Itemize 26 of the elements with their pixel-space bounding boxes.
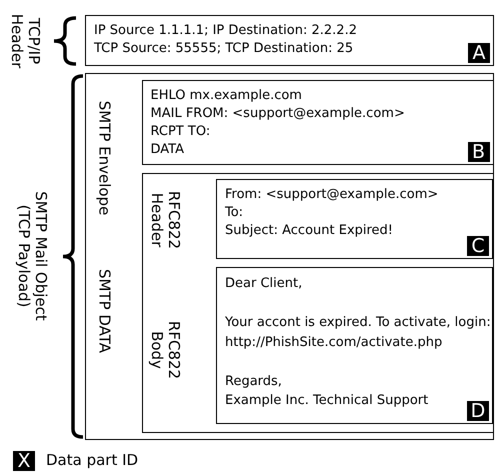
text-line: TCP Source: 55555; TCP Destination: 25 [94,40,354,58]
text-line: http://PhishSite.com/activate.php [225,334,442,352]
legend-key: X [13,451,35,471]
section-heading: RFC822 Body [148,320,182,382]
part-id-badge: B [468,142,490,162]
text-line: Regards, [225,372,282,390]
legend-text: Data part ID [46,450,138,470]
part-id-badge: D [467,401,489,421]
text-line: To: [225,204,244,222]
text-line: Your accont is expired. To activate, login: [225,314,491,332]
section-heading: SMTP DATA [95,267,112,355]
section-heading: SMTP Envelope [95,99,112,217]
text-line: RCPT TO: [150,122,210,140]
text-line: DATA [150,140,184,158]
section-heading: RFC822 Header [148,190,182,252]
text-line: Example Inc. Technical Support [225,392,428,410]
text-line: Subject: Account Expired! [225,222,394,240]
text-line: Dear Client, [225,275,302,293]
text-line: IP Source 1.1.1.1; IP Destination: 2.2.2.2 [94,22,357,40]
part-id-badge: A [468,43,490,63]
text-line: MAIL FROM: <support@example.com> [150,104,405,122]
text-line: From: <support@example.com> [225,186,438,204]
text-line: EHLO mx.example.com [150,86,302,104]
section-heading: SMTP Mail Object (TCP Payload) [15,190,49,323]
part-id-badge: C [467,236,489,256]
section-heading: TCP/IP Header [8,12,42,70]
